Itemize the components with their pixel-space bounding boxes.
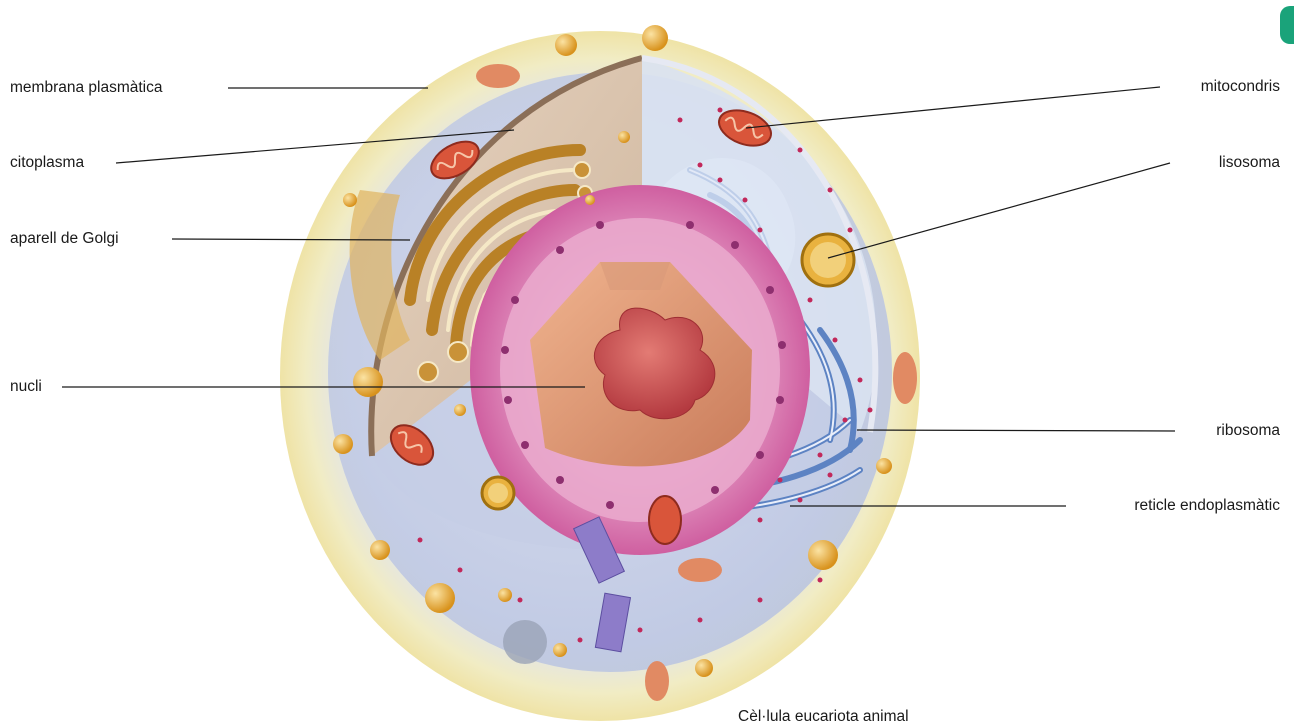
vacuole <box>503 620 547 664</box>
label-membrana-plasmatica: membrana plasmàtica <box>10 79 162 97</box>
label-citoplasma: citoplasma <box>10 154 84 172</box>
label-ribosoma: ribosoma <box>1216 422 1280 440</box>
label-reticle-endoplasmatic: reticle endoplasmàtic <box>1134 497 1280 515</box>
leader-mitochondria <box>746 87 1160 128</box>
nucleus <box>470 185 810 555</box>
label-lisosoma: lisosoma <box>1219 154 1280 172</box>
figure-caption: Cèl·lula eucariota animal <box>738 708 909 723</box>
label-aparell-de-golgi: aparell de Golgi <box>10 230 119 248</box>
label-nucli: nucli <box>10 378 42 396</box>
label-mitocondris: mitocondris <box>1201 78 1280 96</box>
